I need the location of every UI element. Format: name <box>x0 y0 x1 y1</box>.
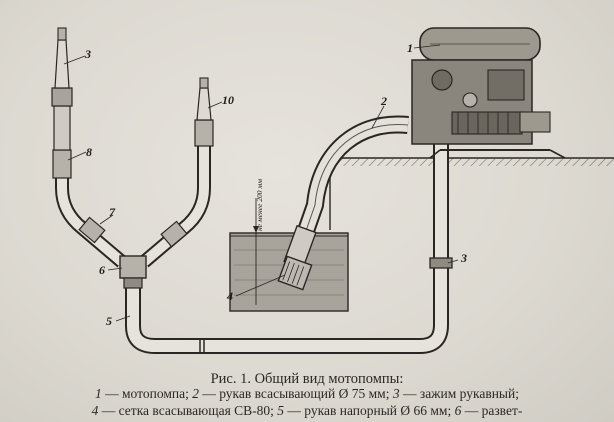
suction-strainer <box>277 224 317 291</box>
ground <box>329 157 614 230</box>
callout-7-left: 7 <box>109 205 116 219</box>
callout-3-nozzle-left: 3 <box>84 47 91 61</box>
callout-4-strainer: 4 <box>226 289 233 303</box>
caption-item-text: — зажим рукавный; <box>399 386 519 401</box>
caption-line-2: 4 — сетка всасывающая СВ-80; 5 — рукав н… <box>0 403 614 419</box>
callout-1-pump: 1 <box>407 41 413 55</box>
leader-lines <box>63 44 459 322</box>
pressure-hose <box>125 118 449 354</box>
caption-item-text: — сетка всасывающая СВ-80; <box>98 403 278 418</box>
caption-item-number: 2 <box>192 386 199 401</box>
caption-item-number: 4 <box>91 403 99 418</box>
right-discharge-line <box>139 77 214 268</box>
caption-title: Рис. 1. Общий вид мотопомпы: <box>210 371 404 387</box>
callout-10-right: 10 <box>222 93 234 107</box>
caption-item-text: — мотопомпа; <box>101 386 193 401</box>
callout-8-left: 8 <box>86 145 92 159</box>
caption-item-number: 1 <box>95 386 102 401</box>
hose-clamp <box>429 257 453 269</box>
caption-item-number: 3 <box>392 386 400 401</box>
motor-pump <box>411 27 566 159</box>
motor-pump-diagram: не менее 200 мм <box>51 27 614 354</box>
callout-5-pressure-hose: 5 <box>106 314 112 328</box>
caption-item-text: — развет- <box>461 403 523 418</box>
depth-label: не менее 200 мм <box>255 179 264 231</box>
callout-2-suction-hose: 2 <box>380 94 387 108</box>
left-discharge-line <box>51 27 127 268</box>
caption-item-text: — рукав всасывающий Ø 75 мм; <box>198 386 393 401</box>
caption-line-1: 1 — мотопомпа; 2 — рукав всасывающий Ø 7… <box>0 386 614 402</box>
hose-splitter <box>119 255 147 289</box>
caption-item-number: 6 <box>454 403 462 418</box>
callout-3-clamp: 3 <box>460 251 467 265</box>
suction-hose <box>291 115 409 251</box>
callout-6-splitter: 6 <box>99 263 105 277</box>
caption-item-text: — рукав напорный Ø 66 мм; <box>284 403 455 418</box>
caption-item-number: 5 <box>277 403 285 418</box>
